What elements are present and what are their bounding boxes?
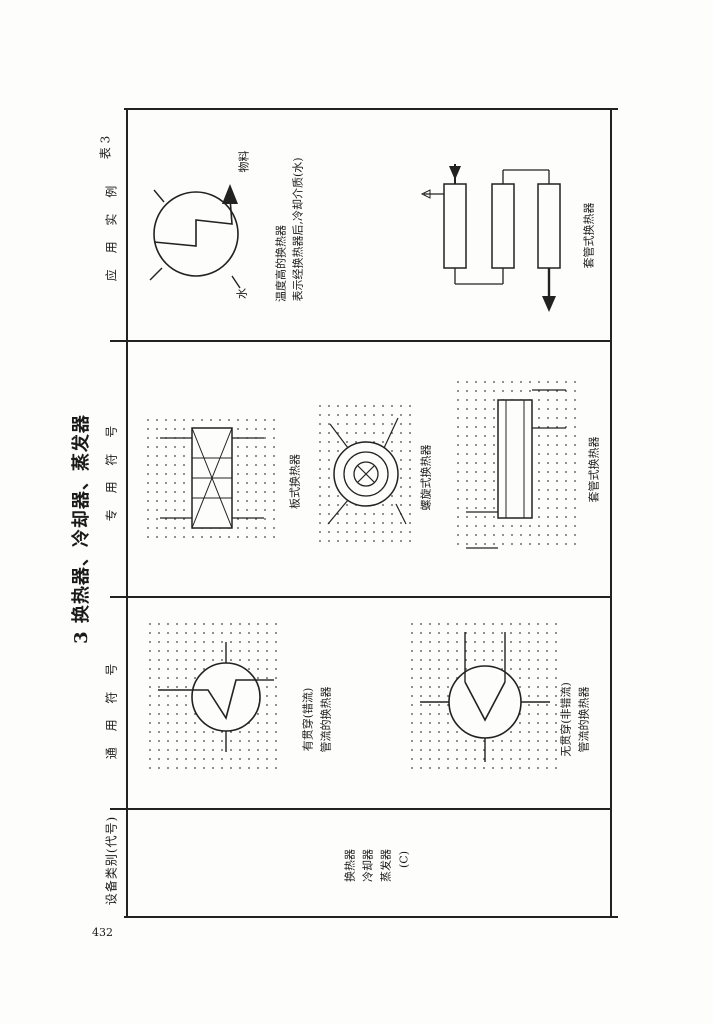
header-example: 应 用 实 例 xyxy=(104,179,119,282)
general-caption-2a: 无贯穿(非错流) xyxy=(559,682,573,757)
category-line-3: 蒸发器 xyxy=(379,849,393,882)
general-caption-1a: 有贯穿(错流) xyxy=(301,687,315,752)
special-caption-double-pipe: 套管式换热器 xyxy=(587,436,601,503)
header-general: 通 用 符 号 xyxy=(104,657,119,760)
table-number: 表 3 xyxy=(98,135,113,160)
category-line-4: (C) xyxy=(397,851,411,868)
table-bottom-rule xyxy=(124,916,618,918)
category-line-2: 冷却器 xyxy=(361,849,375,882)
general-caption-1b: 管流的换热器 xyxy=(319,686,333,753)
special-caption-plate: 板式换热器 xyxy=(288,454,302,509)
header-special: 专 用 符 号 xyxy=(104,419,119,522)
row-rule-category xyxy=(110,808,610,810)
special-caption-spiral: 螺旋式换热器 xyxy=(419,444,433,511)
example-label-water: 水 xyxy=(235,288,249,299)
header-divider xyxy=(126,108,128,916)
table-top-rule xyxy=(124,108,618,110)
row-rule-general xyxy=(110,596,610,598)
example-desc-1: 表示经换热器后,冷却介质(水) xyxy=(291,157,305,302)
special-symbol-double-pipe-icon xyxy=(456,380,576,550)
row-rule-special xyxy=(110,340,610,342)
example-label-material: 物料 xyxy=(237,150,251,173)
special-symbol-spiral-icon xyxy=(318,404,418,544)
table-right-rule xyxy=(610,108,612,916)
general-symbol-non-crossflow-icon xyxy=(410,622,560,772)
example-double-pipe-assembly-icon xyxy=(420,164,561,312)
general-symbol-crossflow-icon xyxy=(148,622,278,772)
example-cooling-exchanger-icon xyxy=(149,184,241,289)
special-symbol-plate-icon xyxy=(146,418,276,538)
section-title: 3 换热器、冷却器、蒸发器 xyxy=(71,414,92,644)
general-caption-2b: 管流的换热器 xyxy=(577,686,591,753)
category-line-1: 换热器 xyxy=(343,849,357,882)
header-category: 设备类别(代号) xyxy=(104,815,119,906)
example-desc-2: 温度高的换热器 xyxy=(274,225,288,302)
page-number: 432 xyxy=(92,926,113,939)
example-caption-tube: 套管式换热器 xyxy=(582,202,596,269)
